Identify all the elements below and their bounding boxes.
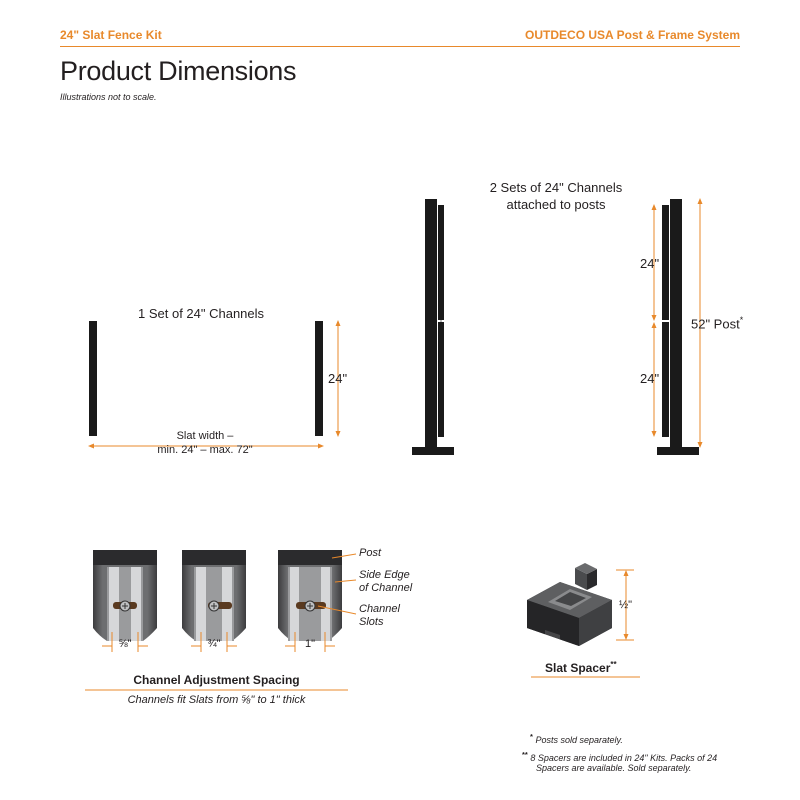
- adjustment-caption-title: Channel Adjustment Spacing: [133, 673, 300, 687]
- spacing-label-5-8: ⅝": [118, 638, 132, 650]
- footnote-2: ** 8 Spacers are included in 24" Kits. P…: [522, 750, 718, 763]
- left-channel: [89, 321, 97, 436]
- slat-width-label-line2: min. 24" – max. 72": [157, 444, 253, 456]
- lower-channel-label: 24": [640, 371, 660, 386]
- callout-side-edge-line2: of Channel: [359, 582, 413, 594]
- footnote-1: * Posts sold separately.: [530, 732, 623, 745]
- callout-slots-line2: Slots: [359, 616, 384, 628]
- post-height-label: 52" Post*: [691, 315, 744, 332]
- callout-leaders: [317, 553, 357, 615]
- adjustment-caption-sub: Channels fit Slats from ⅝" to 1" thick: [127, 694, 306, 706]
- footnote-2-line2: Spacers are available. Sold separately.: [536, 763, 692, 773]
- spacer-height-dimension: [616, 569, 634, 641]
- spacer-caption: Slat Spacer**: [545, 660, 617, 675]
- adjustment-detail-1: [278, 550, 342, 641]
- page-subtitle: Illustrations not to scale.: [60, 92, 157, 102]
- height-dimension-line: [335, 320, 341, 437]
- right-channel: [315, 321, 323, 436]
- width-dimension-line: [88, 443, 324, 449]
- callout-slots-line1: Channel: [359, 603, 400, 615]
- adjustment-detail-3-4: [182, 550, 246, 641]
- slat-spacer-drawing: [527, 563, 612, 646]
- single-set-title: 1 Set of 24" Channels: [138, 306, 265, 321]
- right-post-drawing: [657, 199, 699, 455]
- header-system-name: OUTDECO USA Post & Frame System: [525, 28, 740, 42]
- page-title: Product Dimensions: [60, 56, 297, 86]
- spacer-height-label: ½": [619, 599, 633, 611]
- callout-post: Post: [359, 547, 382, 559]
- post-dimension-line: [697, 198, 703, 448]
- double-set-title-line1: 2 Sets of 24" Channels: [489, 180, 623, 195]
- double-set-title-line2: attached to posts: [506, 197, 606, 212]
- left-post-drawing: [412, 199, 454, 455]
- adjustment-detail-5-8: [93, 550, 157, 641]
- single-set-height-label: 24": [328, 371, 348, 386]
- spacing-markers: [102, 632, 335, 652]
- single-set-drawing: [88, 320, 341, 449]
- header-kit-name: 24" Slat Fence Kit: [60, 28, 162, 42]
- callout-side-edge-line1: Side Edge: [359, 569, 410, 581]
- header-divider: [60, 46, 740, 47]
- slat-width-label-line1: Slat width –: [176, 430, 234, 442]
- spacing-label-3-4: ¾": [207, 638, 221, 650]
- upper-channel-label: 24": [640, 256, 660, 271]
- spacing-label-1: 1": [304, 638, 316, 650]
- channel-dimension-lines: [651, 204, 657, 437]
